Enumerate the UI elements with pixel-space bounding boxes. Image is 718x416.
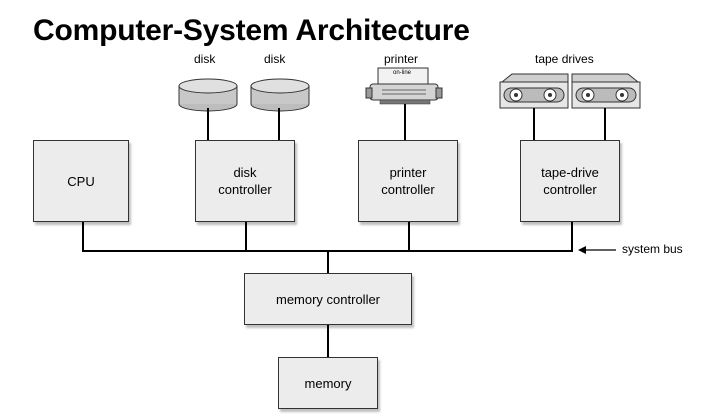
tape-drive-icon-1 (499, 73, 569, 109)
tape-drive-1-connector (533, 108, 535, 140)
printer-label: printer (384, 52, 419, 66)
tape-drive-controller-box: tape-drive controller (520, 140, 620, 222)
printer-icon (365, 67, 443, 105)
memory-box: memory (278, 357, 378, 409)
printer-controller-label-1: printer (389, 165, 427, 180)
tape-drives-label: tape drives (535, 52, 594, 66)
disk-icon-2 (250, 78, 310, 112)
tape-drive-controller-label-1: tape-drive (541, 165, 599, 180)
disk-controller-label-2: controller (218, 182, 272, 197)
bus-arrow-icon (578, 246, 616, 254)
page-title: Computer-System Architecture (33, 14, 470, 47)
printer-panel-label: on-line (393, 70, 412, 76)
memory-controller-memory-connector (327, 325, 329, 358)
memory-controller-label: memory controller (275, 291, 381, 307)
disk-label-1: disk (194, 52, 216, 66)
disk-controller-box: disk controller (195, 140, 295, 222)
printer-controller-label-2: controller (381, 182, 435, 197)
system-bus (82, 250, 573, 252)
memory-label: memory (304, 375, 352, 391)
disk-controller-bus-connector (245, 222, 247, 251)
disk-controller-label-1: disk (233, 165, 257, 180)
tape-drive-icon-2 (571, 73, 641, 109)
disk-2-connector (278, 108, 280, 140)
tape-drive-controller-label-2: controller (543, 182, 597, 197)
disk-icon-1 (178, 78, 238, 112)
printer-connector (404, 104, 406, 140)
disk-label-2: disk (264, 52, 286, 66)
tape-drive-2-connector (604, 108, 606, 140)
printer-controller-bus-connector (408, 222, 410, 251)
cpu-box: CPU (33, 140, 129, 222)
system-bus-label: system bus (622, 242, 683, 256)
bus-memory-controller-connector (327, 252, 329, 274)
cpu-label: CPU (67, 173, 95, 189)
printer-controller-box: printer controller (358, 140, 458, 222)
memory-controller-box: memory controller (244, 273, 412, 325)
cpu-bus-connector (82, 222, 84, 251)
disk-1-connector (207, 108, 209, 140)
tape-controller-bus-connector (571, 222, 573, 251)
